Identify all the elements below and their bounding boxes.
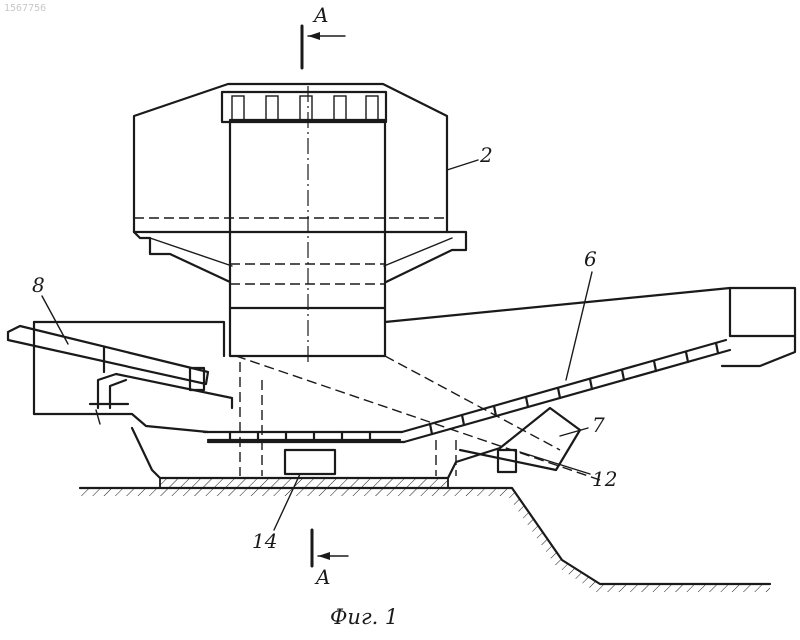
callout-label-2: 2 — [479, 143, 493, 167]
conveyor-slats — [230, 343, 718, 442]
callout-hopper: 2 — [447, 143, 493, 170]
callout-label-14: 14 — [252, 529, 277, 553]
section-mark-bottom: A — [312, 530, 348, 589]
callout-label-7: 7 — [592, 413, 605, 437]
figure-caption: Фиг. 1 — [330, 605, 398, 629]
hopper-body — [134, 84, 466, 362]
document-number: 1567756 — [4, 3, 46, 14]
frame — [34, 288, 795, 480]
callout-conveyor: 6 — [566, 247, 597, 380]
motor-block — [285, 450, 335, 474]
section-label-top: A — [312, 3, 328, 27]
callout-label-12: 12 — [592, 467, 617, 491]
section-label-bottom: A — [314, 565, 330, 589]
callout-label-6: 6 — [584, 247, 597, 271]
section-mark-top: A — [302, 3, 345, 68]
callout-label-8: 8 — [32, 273, 45, 297]
callout-support: 7 — [560, 413, 605, 437]
lever-assembly — [8, 326, 232, 424]
ground — [80, 478, 770, 592]
